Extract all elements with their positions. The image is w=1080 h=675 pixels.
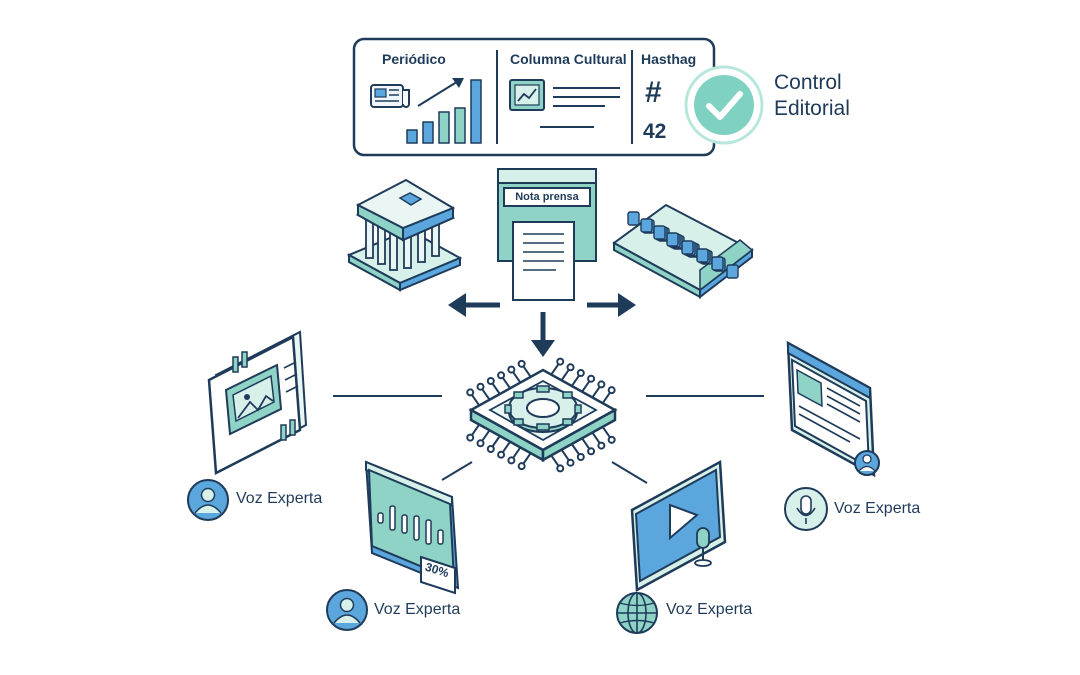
chip-pin-end [476,439,485,448]
museum-icon [346,178,463,292]
chip-pin-end [507,365,516,374]
globe-icon [616,592,658,634]
gear-icon [504,385,582,433]
chip-pin-end [607,435,616,444]
auditorium-icon [612,203,754,300]
seat [627,211,640,226]
expert-label: Voz Experta [374,601,461,618]
chip-pin-end [597,380,606,389]
column-header-columna-cultural: Columna Cultural [510,51,627,67]
chip-pin-end [497,450,506,459]
column-header-periodico: Periódico [382,51,446,67]
seat [666,232,679,247]
user-icon [187,479,229,521]
hash-symbol: # [645,76,662,109]
control-label-line1: Control [774,71,842,94]
chip-pin-end [517,462,526,471]
chip-pin-end [517,359,526,368]
connector-lines [333,395,764,484]
column-header-hasthag: Hasthag [641,51,697,67]
newspaper-icon [370,84,410,108]
chip-pin-end [507,456,516,465]
expert-label: Voz Experta [236,490,323,507]
chip-pin-end [476,382,485,391]
chip-pin-end [566,458,575,467]
article-chart-icon [509,79,620,128]
press-note-label: Nota prensa [515,191,579,203]
seat [653,225,666,240]
chip-pin-end [576,453,585,461]
hash-count: 42 [643,120,667,143]
image-card-icon [207,330,308,475]
chip-pin-end [556,464,565,473]
arrow-right-icon [587,293,636,317]
processor-chip-icon [466,357,618,473]
seat [696,248,709,263]
check-circle-icon [684,65,764,145]
control-editorial-label: Control Editorial [774,70,850,122]
user-icon [326,589,368,631]
chip-pin-end [486,445,495,453]
chip-pin-end [466,433,475,442]
seat [681,240,694,255]
seat [640,218,653,233]
arrow-down-icon [531,312,555,357]
chip-pin-end [587,374,596,383]
press-note-printer [497,168,597,301]
chip-pin-end [566,363,575,372]
seat [711,256,724,271]
chip-pin-end [556,357,565,366]
growth-chart-icon [406,78,482,144]
microphone-icon [784,487,828,531]
chip-pin-end [497,371,506,380]
chip-pin-end [607,386,616,395]
audio-card-icon [364,460,460,595]
expert-label: Voz Experta [666,601,753,618]
chip-pin-end [466,388,475,397]
expert-label: Voz Experta [834,500,921,517]
control-label-line2: Editorial [774,97,850,120]
browser-window-icon [786,340,880,478]
chip-pin-end [576,369,585,377]
chip-pin-end [587,447,596,456]
video-screen-icon [630,459,727,593]
chip-pin-end [597,441,606,450]
arrow-left-icon [448,293,500,317]
chip-pin-end [486,377,495,385]
seat [726,264,739,279]
